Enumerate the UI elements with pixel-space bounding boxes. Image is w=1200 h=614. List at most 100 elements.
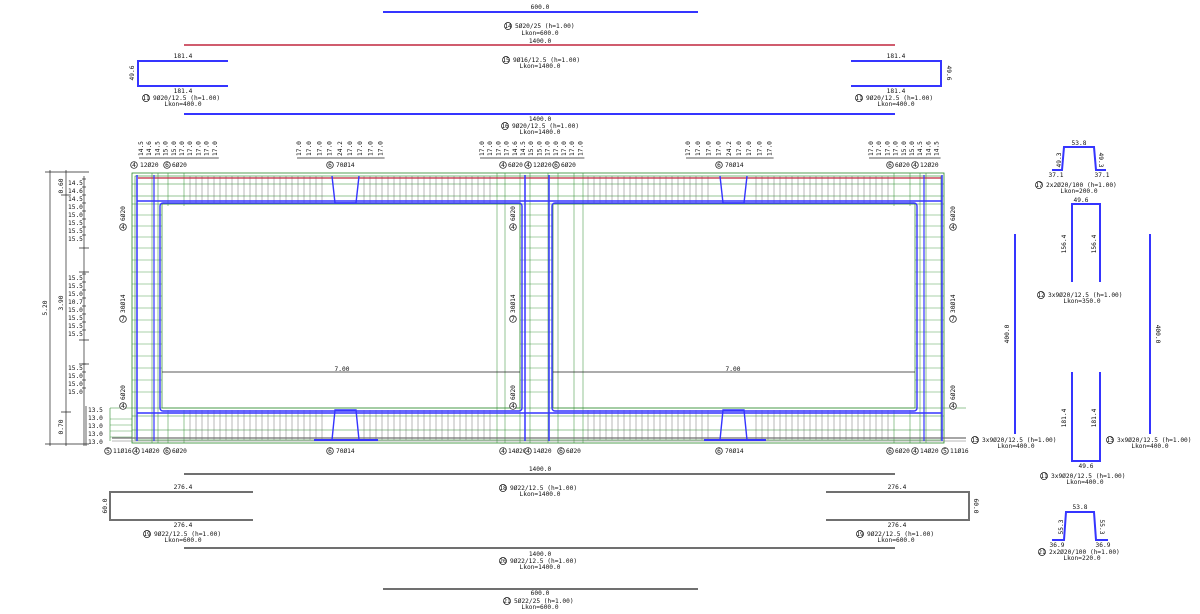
spacing-label: 17.0 [716, 141, 723, 156]
svg-text:6: 6 [717, 448, 721, 455]
bar-16-schedule: 1400.0 16 9Ø20/12.5 (h=1.00) Lkon=1400.0 [184, 113, 895, 136]
position-marker-11: 11 [855, 94, 863, 102]
svg-text:6Ø20: 6Ø20 [172, 447, 187, 455]
bar-20-schedule: 1400.0 20 9Ø22/12.5 (h=1.00) Lkon=1400.0 [184, 547, 895, 571]
svg-text:6: 6 [165, 162, 169, 169]
spacing-label: 17.0 [695, 141, 702, 156]
svg-text:6Ø20: 6Ø20 [949, 206, 957, 221]
bar-spec: 9Ø20/12.5 (h=1.00) [512, 122, 579, 130]
wall-bar-right: 400.0 [1149, 234, 1161, 434]
svg-text:181.4: 181.4 [1091, 408, 1098, 427]
svg-text:6: 6 [717, 162, 721, 169]
svg-text:181.4: 181.4 [1061, 408, 1068, 427]
left-dimension-chain: 5.20 3.90 0.60 0.70 [42, 170, 89, 446]
spacing-label: 17.0 [868, 141, 875, 156]
svg-text:4: 4 [132, 162, 136, 169]
main-rebar-frame [136, 175, 943, 441]
svg-text:181.4: 181.4 [174, 88, 193, 95]
svg-text:7.00: 7.00 [335, 366, 350, 373]
bar-lkon: Lkon=1400.0 [520, 129, 561, 136]
stirrup-21: 53.8 55.3 55.3 36.9 36.9 21 2x2Ø20/100 (… [1038, 504, 1120, 562]
svg-text:12: 12 [1037, 292, 1045, 299]
spacing-label: 15.0 [68, 291, 83, 298]
svg-text:9Ø22/12.5 (h=1.00): 9Ø22/12.5 (h=1.00) [510, 557, 577, 565]
column-ticks [110, 214, 944, 438]
svg-text:4: 4 [501, 448, 505, 455]
u-bar-12-top: 49.6 156.4 156.4 12 3x9Ø20/12.5 (h=1.00)… [1037, 197, 1123, 305]
spacing-label: 15.0 [171, 141, 178, 156]
svg-text:70Ø14: 70Ø14 [336, 447, 355, 455]
callout-top-mid-left: 6 70Ø14 [326, 161, 355, 169]
spacing-label: 14.6 [925, 141, 932, 156]
bar-11-right: 181.4 181.4 49.6 11 9Ø20/12.5 (h=1.00) L… [851, 53, 952, 108]
svg-text:4: 4 [121, 403, 125, 410]
svg-text:Lkon=350.0: Lkon=350.0 [1063, 298, 1101, 305]
position-marker-16: 16 [501, 122, 509, 130]
svg-text:4: 4 [511, 224, 515, 231]
svg-text:30Ø14: 30Ø14 [119, 294, 127, 313]
svg-text:6: 6 [554, 162, 558, 169]
svg-text:276.4: 276.4 [174, 522, 193, 529]
svg-text:Lkon=400.0: Lkon=400.0 [1131, 443, 1169, 450]
svg-text:Lkon=400.0: Lkon=400.0 [1066, 479, 1104, 486]
bar-spec: 5Ø20/25 (h=1.00) [515, 22, 575, 30]
svg-text:37.1: 37.1 [1095, 172, 1110, 179]
svg-text:5Ø22/25 (h=1.00): 5Ø22/25 (h=1.00) [514, 597, 574, 605]
svg-text:6Ø20: 6Ø20 [508, 161, 523, 169]
svg-text:49.6: 49.6 [1079, 463, 1094, 470]
svg-text:14Ø20: 14Ø20 [508, 447, 527, 455]
position-marker-19: 19 [856, 530, 864, 538]
svg-text:Lkon=400.0: Lkon=400.0 [997, 443, 1035, 450]
svg-text:19: 19 [856, 531, 864, 538]
spacing-label: 17.0 [893, 141, 900, 156]
svg-text:Lkon=600.0: Lkon=600.0 [164, 537, 202, 544]
svg-text:11: 11 [142, 95, 150, 102]
spacing-label: 14.6 [146, 141, 153, 156]
svg-text:55.3: 55.3 [1058, 519, 1065, 534]
spacing-label: 17.0 [685, 141, 692, 156]
svg-text:Lkon=1400.0: Lkon=1400.0 [520, 564, 561, 571]
position-marker-21: 21 [1038, 548, 1046, 556]
spacing-label: 15.5 [68, 275, 83, 282]
svg-text:3x9Ø20/12.5 (h=1.00): 3x9Ø20/12.5 (h=1.00) [982, 436, 1057, 444]
svg-text:11: 11 [855, 95, 863, 102]
svg-text:6Ø20: 6Ø20 [119, 385, 127, 400]
spacing-label: 17.0 [316, 141, 323, 156]
spacing-label: 17.0 [187, 141, 194, 156]
spacing-label: 15.0 [68, 381, 83, 388]
spacing-label: 13.5 [88, 407, 103, 414]
spacing-label: 17.0 [504, 141, 511, 156]
svg-text:60.0: 60.0 [102, 498, 109, 513]
svg-text:30Ø14: 30Ø14 [509, 294, 517, 313]
svg-text:Lkon=1400.0: Lkon=1400.0 [520, 491, 561, 498]
svg-text:9Ø22/12.5 (h=1.00): 9Ø22/12.5 (h=1.00) [867, 530, 934, 538]
spacing-label: 15.0 [68, 212, 83, 219]
spacing-label: 13.0 [88, 439, 103, 446]
svg-text:6Ø20: 6Ø20 [566, 447, 581, 455]
svg-text:53.8: 53.8 [1073, 504, 1088, 511]
position-marker-21: 21 [503, 597, 511, 605]
stirrup-17: 53.8 49.3 49.3 37.1 37.1 17 2x2Ø20/100 (… [1035, 140, 1117, 195]
svg-text:70Ø14: 70Ø14 [725, 161, 744, 169]
spacing-label: 15.0 [909, 141, 916, 156]
svg-text:49.3: 49.3 [1097, 153, 1104, 168]
svg-text:17: 17 [1035, 182, 1043, 189]
position-marker-17: 17 [1035, 181, 1043, 189]
spacing-label: 17.0 [767, 141, 774, 156]
spacing-label: 15.5 [68, 236, 83, 243]
svg-text:12Ø20: 12Ø20 [920, 161, 939, 169]
position-marker-15: 15 [502, 56, 510, 64]
callout-column-center: 4 6Ø20 7 30Ø14 4 6Ø20 [509, 206, 517, 410]
spacing-label: 15.5 [68, 365, 83, 372]
svg-text:Lkon=220.0: Lkon=220.0 [1063, 555, 1101, 562]
svg-text:36.9: 36.9 [1096, 542, 1111, 549]
spacing-label: 10.7 [68, 299, 83, 306]
spacing-label: 17.0 [884, 141, 891, 156]
svg-text:70Ø14: 70Ø14 [725, 447, 744, 455]
bar-length-label: 600.0 [531, 4, 550, 11]
bar-21-schedule: 600.0 21 5Ø22/25 (h=1.00) Lkon=600.0 [383, 588, 698, 611]
svg-text:70Ø14: 70Ø14 [336, 161, 355, 169]
spacing-label: 14.5 [934, 141, 941, 156]
position-marker-18: 18 [499, 484, 507, 492]
svg-text:2x2Ø20/100 (h=1.00): 2x2Ø20/100 (h=1.00) [1049, 548, 1120, 556]
